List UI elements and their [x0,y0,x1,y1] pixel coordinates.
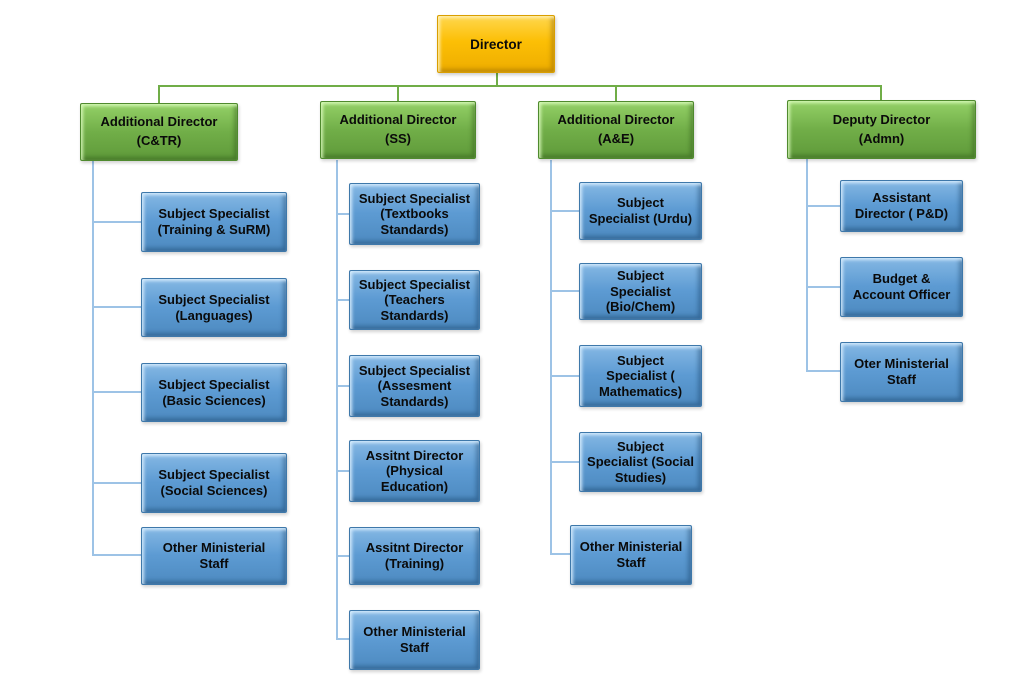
connector-col2-vertical [336,160,338,640]
connector-col3-stub [550,290,579,292]
node-ss-mathematics: Subject Specialist ( Mathematics) [579,345,702,407]
node-label: Assistant Director ( P&D) [854,190,949,221]
node-label: Subject Specialist (Textbooks Standards) [358,190,471,237]
node-ss-assesment-standards: Subject Specialist (Assesment Standards) [349,355,480,417]
connector-col2-stub [336,638,349,640]
connector-col2-stub [336,213,349,215]
node-additional-director-ss: Additional Director (SS) [320,101,476,159]
node-ss-teachers-standards: Subject Specialist (Teachers Standards) [349,270,480,330]
node-label: Subject Specialist (Teachers Standards) [358,276,471,323]
connector-col4-vertical [806,159,808,372]
connector-col2-stub [336,299,349,301]
head-label-line2: (A&E) [597,131,635,146]
connector-col3-stub [550,210,579,212]
node-ss-bio-chem: Subject Specialist (Bio/Chem) [579,263,702,320]
head-label-line1: Additional Director [339,112,457,128]
node-ad-training: Assitnt Director (Training) [349,527,480,585]
head-label-line1: Deputy Director [832,111,931,127]
node-director-label: Director [470,36,522,52]
head-label-line2: (C&TR) [136,133,182,148]
node-label: Subject Specialist (Basic Sciences) [158,376,270,408]
node-label: Oter Ministerial Staff [854,356,949,387]
head-label-line1: Additional Director [557,112,675,128]
node-ss-training-surm: Subject Specialist (Training & SuRM) [141,192,287,252]
connector-root-drop [496,73,498,86]
connector-col4-stub [806,205,840,207]
node-assistant-director-pd: Assistant Director ( P&D) [840,180,963,232]
head-label-line2: (SS) [385,131,411,146]
node-ctr-other-ministerial-staff: Other Ministerial Staff [141,527,287,585]
connector-col4-stub [806,370,840,372]
connector-col2-stub [336,385,349,387]
node-label: Subject Specialist ( Mathematics) [598,352,683,399]
node-ae-other-ministerial-staff: Other Ministerial Staff [570,525,692,585]
node-ss-urdu: Subject Specialist (Urdu) [579,182,702,240]
connector-col3-vertical [550,160,552,555]
connector-col2-stub [336,470,349,472]
node-director: Director [437,15,555,73]
connector-head3-drop [615,86,617,101]
node-label: Subject Specialist (Urdu) [588,195,693,226]
connector-head4-drop [880,86,882,100]
connector-col1-stub [92,554,141,556]
node-ss-languages: Subject Specialist (Languages) [141,278,287,337]
connector-col4-stub [806,286,840,288]
node-label: Subject Specialist (Bio/Chem) [605,268,676,315]
node-ss-basic-sciences: Subject Specialist (Basic Sciences) [141,363,287,422]
node-label: Budget & Account Officer [852,271,951,302]
node-budget-account-officer: Budget & Account Officer [840,257,963,317]
node-label: Other Ministerial Staff [363,624,466,655]
connector-col1-stub [92,482,141,484]
node-label: Subject Specialist (Training & SuRM) [157,206,271,237]
head-label-line1: Additional Director [100,114,218,130]
node-admn-oter-ministerial-staff: Oter Ministerial Staff [840,342,963,402]
head-label-line2: (Admn) [858,130,905,146]
connector-col3-stub [550,375,579,377]
node-ss-social-sciences: Subject Specialist (Social Sciences) [141,453,287,513]
node-label: Other Ministerial Staff [162,540,266,571]
node-deputy-director-admn: Deputy Director (Admn) [787,100,976,159]
connector-col1-vertical [92,161,94,556]
node-label: Subject Specialist (Social Studies) [587,438,694,485]
connector-col3-stub [550,553,570,555]
node-label: Assitnt Director (Physical Education) [365,447,464,494]
connector-col1-stub [92,391,141,393]
connector-col2-stub [336,555,349,557]
node-ad-physical-education: Assitnt Director (Physical Education) [349,440,480,502]
node-ss-textbooks-standards: Subject Specialist (Textbooks Standards) [349,183,480,245]
connector-level1-horizontal [158,85,882,87]
connector-col3-stub [550,461,579,463]
node-additional-director-ae: Additional Director (A&E) [538,101,694,159]
node-label: Subject Specialist (Languages) [158,291,270,323]
node-label: Other Ministerial Staff [579,539,683,570]
connector-col1-stub [92,221,141,223]
node-ss-other-ministerial-staff: Other Ministerial Staff [349,610,480,670]
connector-head2-drop [397,86,399,101]
node-label: Subject Specialist (Social Sciences) [158,467,270,498]
node-label: Subject Specialist (Assesment Standards) [358,362,471,409]
connector-head1-drop [158,86,160,103]
node-ss-social-studies: Subject Specialist (Social Studies) [579,432,702,492]
node-label: Assitnt Director (Training) [365,540,464,571]
node-additional-director-ctr: Additional Director (C&TR) [80,103,238,161]
connector-col1-stub [92,306,141,308]
